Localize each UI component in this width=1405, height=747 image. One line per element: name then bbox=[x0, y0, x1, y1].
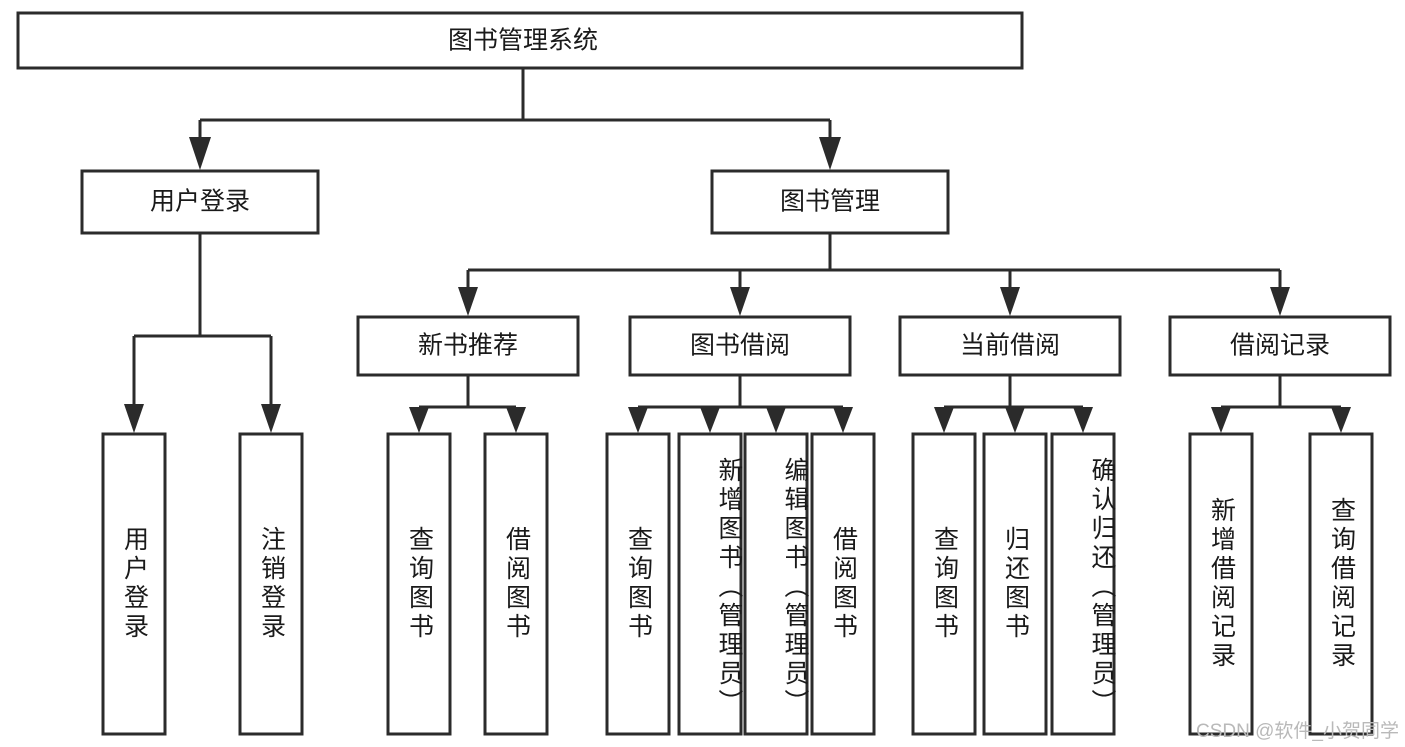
arrow-head-leaf-query-book-nb bbox=[409, 407, 429, 433]
node-book-borrow-box[interactable] bbox=[628, 315, 852, 377]
node-user-login-label: 用户登录 bbox=[150, 188, 250, 216]
node-leaf-query-record-box[interactable] bbox=[1308, 432, 1374, 736]
arrow-head-book-borrow bbox=[730, 287, 750, 316]
node-leaf-add-book-box[interactable] bbox=[677, 432, 743, 736]
node-leaf-query-book-bb-box[interactable] bbox=[605, 432, 671, 736]
node-user-login-box[interactable] bbox=[80, 169, 320, 235]
arrow-head-leaf-logout bbox=[261, 404, 281, 433]
arrow-head-leaf-add-book bbox=[700, 407, 720, 433]
node-root[interactable]: 图书管理系统 bbox=[16, 11, 1024, 70]
node-book-management-label: 图书管理 bbox=[780, 188, 880, 216]
node-leaf-return-book-box[interactable] bbox=[982, 432, 1048, 736]
arrow-head-user-login bbox=[189, 137, 211, 170]
arrow-head-leaf-borrow-book-nb bbox=[506, 407, 526, 433]
node-book-management[interactable]: 图书管理 bbox=[710, 169, 950, 235]
arrow-head-leaf-confirm-return bbox=[1073, 407, 1093, 433]
node-leaf-borrow-book-nb-box[interactable] bbox=[483, 432, 549, 736]
node-root-label: 图书管理系统 bbox=[448, 27, 598, 55]
arrow-head-leaf-edit-book bbox=[766, 407, 786, 433]
node-current-borrow-label: 当前借阅 bbox=[960, 332, 1060, 360]
arrow-head-leaf-user-login bbox=[124, 404, 144, 433]
csdn-watermark: CSDN @软件_小贺同学 bbox=[1196, 721, 1399, 742]
arrow-head-leaf-borrow-book-bb bbox=[833, 407, 853, 433]
arrow-head-leaf-return-book bbox=[1005, 407, 1025, 433]
node-leaf-add-record-box[interactable] bbox=[1188, 432, 1254, 736]
node-borrow-record-label: 借阅记录 bbox=[1230, 332, 1330, 360]
node-leaf-edit-book-box[interactable] bbox=[743, 432, 809, 736]
node-root-box[interactable] bbox=[16, 11, 1024, 70]
node-current-borrow-box[interactable] bbox=[898, 315, 1122, 377]
node-new-book-recommend[interactable]: 新书推荐 bbox=[356, 315, 580, 377]
arrow-head-borrow-record bbox=[1270, 287, 1290, 316]
node-leaf-query-book-nb-box[interactable] bbox=[386, 432, 452, 736]
node-book-borrow[interactable]: 图书借阅 bbox=[628, 315, 852, 377]
connector-layer bbox=[124, 68, 1351, 433]
node-current-borrow[interactable]: 当前借阅 bbox=[898, 315, 1122, 377]
node-new-book-recommend-box[interactable] bbox=[356, 315, 580, 377]
arrow-head-book-management bbox=[819, 137, 841, 170]
arrow-head-leaf-query-record bbox=[1331, 407, 1351, 433]
arrow-head-new-book-recommend bbox=[458, 287, 478, 316]
arrow-head-leaf-query-book-bb bbox=[628, 407, 648, 433]
node-book-borrow-label: 图书借阅 bbox=[690, 332, 790, 360]
node-leaf-logout-box[interactable] bbox=[238, 432, 304, 736]
node-leaf-user-login-box[interactable] bbox=[101, 432, 167, 736]
node-new-book-recommend-label: 新书推荐 bbox=[418, 332, 518, 360]
node-layer: 图书管理系统 用户登录 图书管理 新书推荐 图书借阅 当前 bbox=[16, 11, 1392, 736]
node-book-management-box[interactable] bbox=[710, 169, 950, 235]
node-borrow-record-box[interactable] bbox=[1168, 315, 1392, 377]
node-leaf-query-book-cb-box[interactable] bbox=[911, 432, 977, 736]
arrow-head-leaf-query-book-cb bbox=[934, 407, 954, 433]
node-leaf-borrow-book-bb-box[interactable] bbox=[810, 432, 876, 736]
node-leaf-confirm-return-box[interactable] bbox=[1050, 432, 1116, 736]
arrow-head-current-borrow bbox=[1000, 287, 1020, 316]
node-borrow-record[interactable]: 借阅记录 bbox=[1168, 315, 1392, 377]
arrow-head-leaf-add-record bbox=[1211, 407, 1231, 433]
node-user-login[interactable]: 用户登录 bbox=[80, 169, 320, 235]
